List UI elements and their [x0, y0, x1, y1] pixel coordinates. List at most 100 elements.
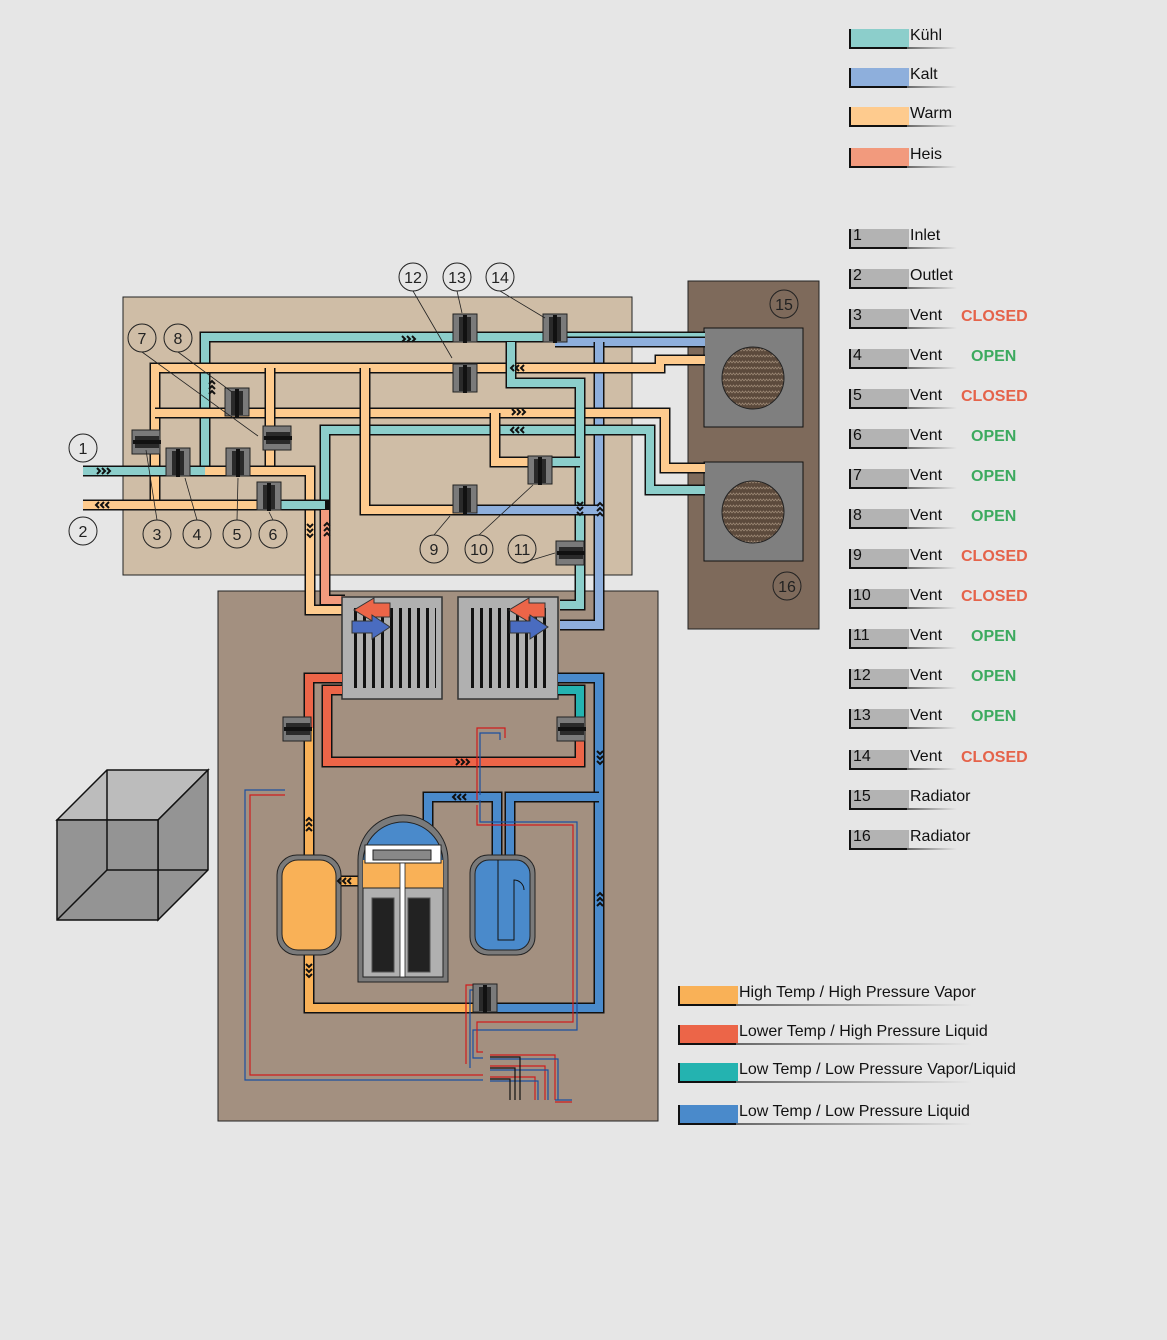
- callout-number: 10: [470, 542, 488, 559]
- legend-swatch: [849, 68, 909, 88]
- callout-11: 11: [507, 534, 556, 564]
- callout-10: 10: [464, 484, 534, 564]
- legend-number: 13: [853, 707, 871, 724]
- legend-underline: [907, 687, 957, 689]
- cube-icon: [55, 768, 210, 922]
- legend-number: 4: [853, 347, 862, 364]
- legend-number: 15: [853, 788, 871, 805]
- legend-label: Vent: [910, 507, 943, 524]
- vent-valve-7[interactable]: [224, 387, 250, 417]
- flow-direction-arrow-icon: [596, 750, 604, 766]
- legend-swatch: [849, 750, 909, 770]
- valve-state-badge: OPEN: [971, 348, 1017, 365]
- flow-direction-arrow-icon: [336, 877, 352, 885]
- legend-swatch: [849, 709, 909, 729]
- flow-direction-arrow-icon: [208, 379, 216, 395]
- legend-underline: [907, 647, 957, 649]
- legend-swatch: [849, 349, 909, 369]
- flow-direction-arrow-icon: [511, 408, 527, 416]
- legend-label: High Temp / High Pressure Vapor: [739, 984, 976, 1001]
- expansion-valve[interactable]: [556, 716, 586, 742]
- vent-valve-5[interactable]: [225, 447, 251, 477]
- legend-label: Vent: [910, 347, 943, 364]
- heat-flow-arrow-left-icon: [353, 597, 391, 623]
- fan-icon: [721, 346, 785, 410]
- heat-flow-arrow-right-icon: [351, 614, 391, 640]
- legend-underline: [907, 447, 957, 449]
- flow-direction-arrow-icon: [596, 501, 604, 517]
- flow-direction-arrow-icon: [576, 501, 584, 517]
- legend-swatch: [678, 986, 738, 1006]
- legend-underline: [907, 47, 957, 49]
- vent-valve-13[interactable]: [452, 313, 478, 343]
- vent-valve-14[interactable]: [542, 313, 568, 343]
- flow-direction-arrow-icon: [509, 426, 525, 434]
- vent-valve-9[interactable]: [452, 484, 478, 514]
- expansion-valve[interactable]: [472, 983, 498, 1013]
- callout-6: 6: [258, 511, 288, 549]
- callout-number: 9: [430, 542, 439, 559]
- legend-swatch: [849, 669, 909, 689]
- heat-flow-arrow-right-icon: [509, 614, 549, 640]
- callout-number: 14: [491, 270, 509, 287]
- legend-label: Vent: [910, 467, 943, 484]
- callout-8: 8: [163, 323, 233, 393]
- callout-number: 16: [778, 579, 796, 596]
- callout-number: 11: [514, 542, 531, 559]
- callout-14: 14: [485, 262, 546, 319]
- legend-underline: [907, 125, 957, 127]
- legend-swatch: [849, 429, 909, 449]
- valves: [131, 313, 586, 1013]
- flow-direction-arrow-icon: [306, 523, 314, 539]
- callout-15: 15: [769, 289, 799, 319]
- legend-underline: [907, 768, 957, 770]
- callout-number: 7: [138, 331, 147, 348]
- legend-label: Heis: [910, 146, 943, 163]
- callout-number: 2: [79, 524, 88, 541]
- legend-swatch: [849, 309, 909, 329]
- callout-13: 13: [442, 262, 472, 314]
- legend-underline: [736, 1043, 972, 1045]
- legend-underline: [907, 247, 957, 249]
- callout-3: 3: [142, 449, 172, 549]
- vent-valve-10[interactable]: [527, 455, 553, 485]
- vent-valve-3[interactable]: [131, 429, 161, 455]
- flow-direction-arrow-icon: [305, 816, 313, 832]
- legend-swatch: [678, 1025, 738, 1045]
- valve-state-badge: CLOSED: [961, 588, 1028, 605]
- legend-label: Vent: [910, 748, 943, 765]
- vent-valve-6[interactable]: [256, 481, 282, 511]
- vent-valve-11[interactable]: [555, 540, 585, 566]
- valve-state-badge: OPEN: [971, 628, 1017, 645]
- callout-16: 16: [772, 571, 802, 601]
- vent-valve-8[interactable]: [262, 425, 292, 451]
- legend-number: 10: [853, 587, 871, 604]
- vent-valve-12[interactable]: [452, 363, 478, 393]
- legend-swatch: [849, 107, 909, 127]
- flow-direction-arrow-icon: [305, 963, 313, 979]
- legend-label: Vent: [910, 627, 943, 644]
- callout-number: 5: [233, 527, 242, 544]
- vent-valve-4[interactable]: [165, 447, 191, 477]
- radiator-16: [703, 461, 804, 562]
- callout-number: 13: [448, 270, 466, 287]
- legend-underline: [907, 487, 957, 489]
- legend-underline: [907, 567, 957, 569]
- fan-icon: [721, 480, 785, 544]
- legend-label: Radiator: [910, 788, 971, 805]
- valve-state-badge: CLOSED: [961, 548, 1028, 565]
- expansion-valve[interactable]: [282, 716, 312, 742]
- accumulator-tank: [276, 854, 342, 956]
- legend-underline: [736, 1123, 972, 1125]
- legend-label: Vent: [910, 707, 943, 724]
- valve-state-badge: CLOSED: [961, 308, 1028, 325]
- legend-underline: [907, 367, 957, 369]
- legend-swatch: [849, 229, 909, 249]
- legend-underline: [736, 1004, 972, 1006]
- legend-label: Vent: [910, 587, 943, 604]
- flow-direction-arrow-icon: [323, 521, 331, 537]
- legend-underline: [736, 1081, 972, 1083]
- legend-swatch: [678, 1063, 738, 1083]
